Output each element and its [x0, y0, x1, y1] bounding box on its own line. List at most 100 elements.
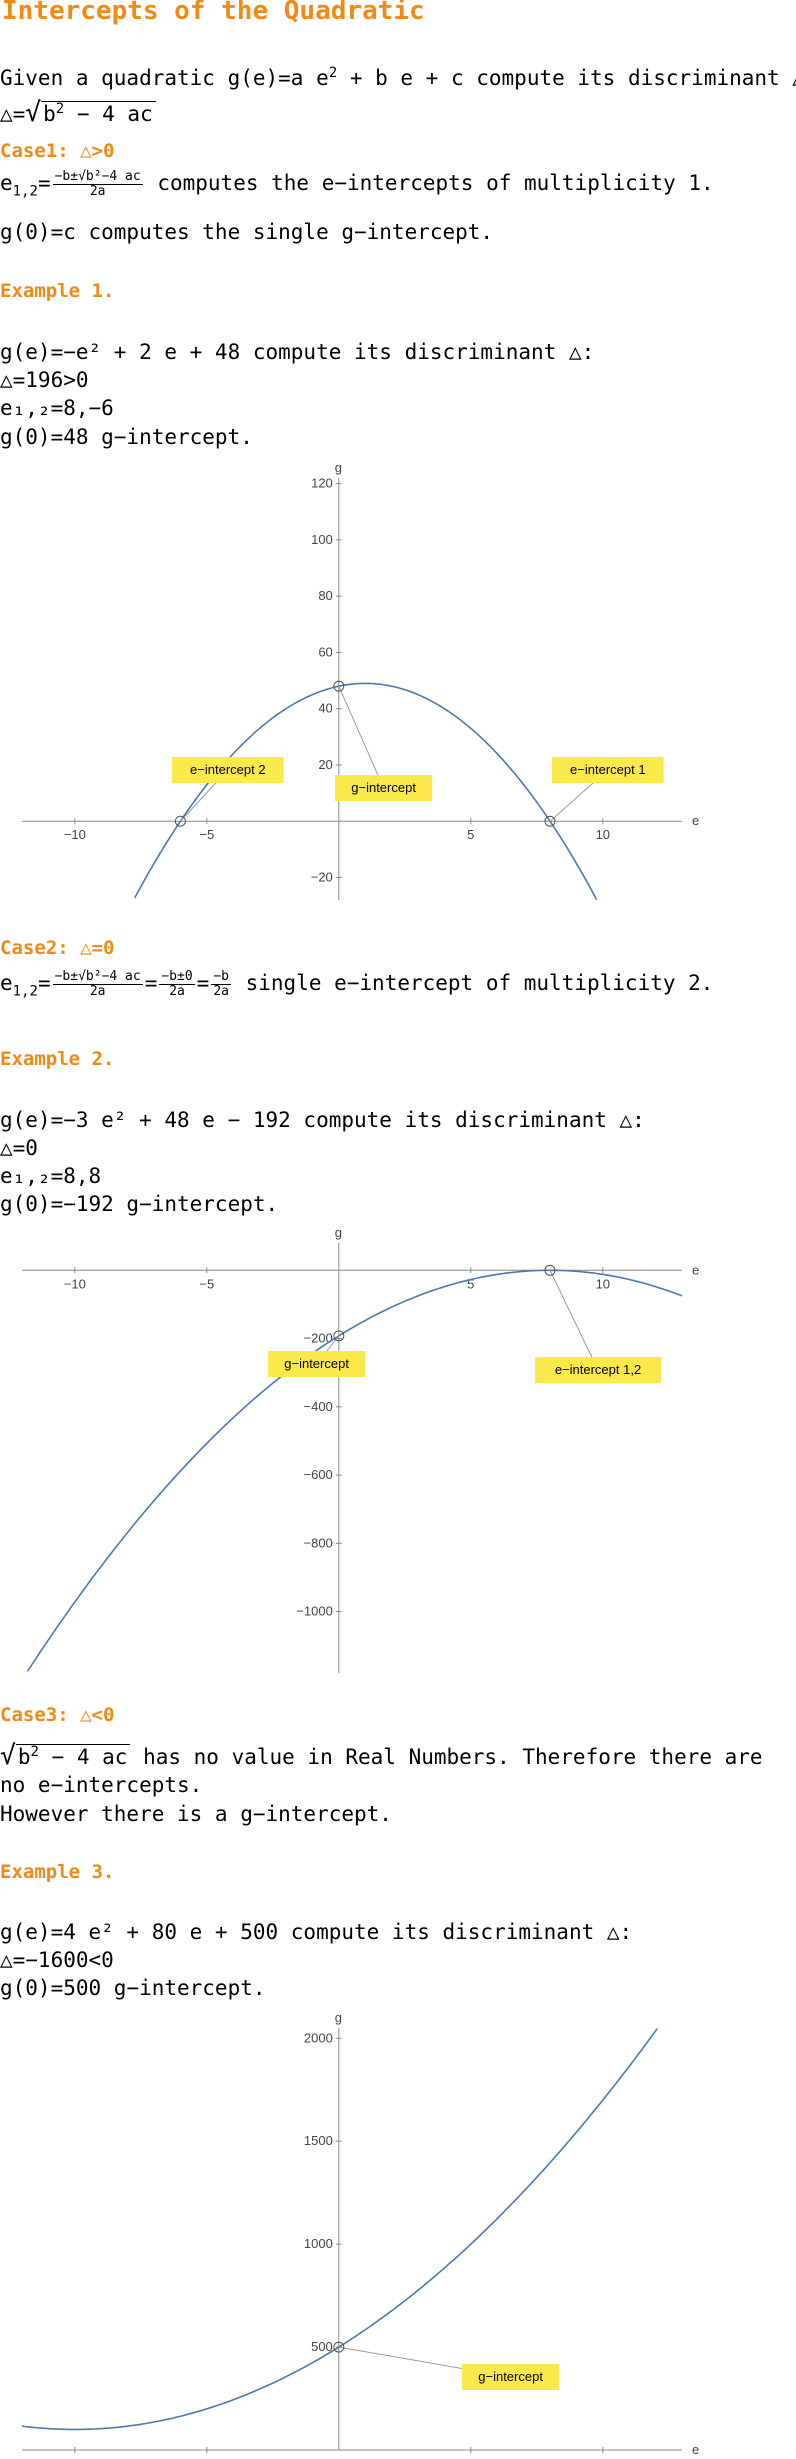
annotation-box	[268, 1351, 366, 1377]
intro-line: Given a quadratic g(e)=a e2 + b e + c co…	[0, 66, 796, 89]
intercept-marker	[544, 815, 556, 827]
y-tick-label: −600	[304, 1467, 333, 1482]
annotation-box	[552, 757, 664, 783]
x-tick-label: −5	[199, 1276, 214, 1291]
case3-line1-rest: has no value in Real Numbers. Therefore …	[130, 1745, 763, 1769]
annotation-box	[335, 775, 433, 801]
y-axis-label: g	[335, 1225, 342, 1240]
e-symbol: e	[0, 971, 13, 996]
y-tick-label: 120	[311, 476, 333, 491]
frac3-denominator: 2a	[213, 983, 229, 999]
sqrt-content: b2 − 4 ac	[41, 101, 156, 125]
y-axis-label: g	[335, 460, 342, 475]
y-tick-label: 40	[318, 701, 332, 716]
sqrt-icon: √	[0, 1741, 16, 1771]
example1-line3: e₁,₂=8,−6	[0, 396, 114, 420]
intro-rest: + b e + c compute its discriminant △:	[337, 66, 796, 90]
case3-line2: no e−intercepts.	[0, 1773, 203, 1797]
annotation-label: e−intercept 1	[570, 762, 646, 777]
annotation-leader	[549, 1270, 599, 1371]
case1-heading: Case1: △>0	[0, 140, 115, 162]
e-symbol: e	[0, 171, 13, 196]
frac-numerator: −b±√b²−4 ac	[52, 169, 143, 185]
sqrt-b: b	[17, 1745, 31, 1769]
case1-g0: g(0)=c computes the single g−intercept.	[0, 220, 494, 244]
example1-heading: Example 1.	[0, 280, 115, 302]
curve-series	[26, 1269, 683, 1672]
intro-function: g(e)=a e	[227, 66, 329, 90]
e-subscript: 1,2	[12, 183, 38, 200]
y-tick-label: 20	[318, 757, 332, 772]
annotation-label: e−intercept 1,2	[555, 1362, 641, 1377]
example2-line3: e₁,₂=8,8	[0, 1164, 102, 1188]
y-axis-label: g	[335, 2010, 342, 2025]
y-tick-label: 2000	[304, 2030, 333, 2045]
x-tick-label: 5	[467, 1276, 474, 1291]
sqrt-rest: − 4 ac	[64, 102, 153, 126]
x-tick-label: 5	[467, 827, 474, 842]
y-tick-label: 60	[318, 644, 332, 659]
annotation-label: g−intercept	[284, 1356, 349, 1371]
annotation-label: g−intercept	[478, 2369, 543, 2384]
x-tick-label: −10	[64, 2456, 86, 2459]
frac2-numerator: −b±0	[159, 969, 195, 985]
annotation-leader	[338, 685, 385, 789]
chart-example-3: eg−10−5510500100015002000g−intercept	[21, 2010, 699, 2459]
curve-series	[21, 2028, 658, 2431]
example1-line2: △=196>0	[0, 368, 89, 392]
x-tick-label: 10	[596, 1276, 610, 1291]
case3-heading: Case3: △<0	[0, 1704, 115, 1726]
case2-heading: Case2: △=0	[0, 937, 115, 959]
annotation-label: e−intercept 2	[190, 762, 266, 777]
page-title: Intercepts of the Quadratic	[2, 0, 425, 26]
intercept-marker	[333, 2341, 345, 2353]
delta-prefix: △=	[0, 102, 26, 126]
y-tick-label: −200	[304, 1331, 333, 1346]
example1-line4: g(0)=48 g−intercept.	[0, 425, 253, 449]
e-subscript: 1,2	[12, 983, 38, 1000]
example2-line2: △=0	[0, 1136, 38, 1160]
x-tick-label: −5	[199, 827, 214, 842]
example3-line3: g(0)=500 g−intercept.	[0, 1976, 266, 2000]
annotation-box	[172, 757, 284, 783]
sqrt-icon: √	[25, 98, 42, 128]
example3-heading: Example 3.	[0, 1861, 115, 1883]
y-tick-label: −1000	[296, 1604, 333, 1619]
case2-after: single e−intercept of multiplicity 2.	[232, 971, 714, 996]
x-axis-label: e	[692, 2442, 699, 2457]
y-tick-label: 100	[311, 532, 333, 547]
case1-after: computes the e−intercepts of multiplicit…	[144, 171, 714, 196]
example2-heading: Example 2.	[0, 1048, 115, 1070]
intercept-marker	[333, 1330, 345, 1342]
annotation-box	[462, 2364, 560, 2390]
case3-line1: √b2 − 4 ac has no value in Real Numbers.…	[0, 1743, 763, 1769]
x-tick-label: 10	[596, 827, 610, 842]
example3-line1: g(e)=4 e² + 80 e + 500 compute its discr…	[0, 1920, 633, 1944]
intercept-marker	[544, 1264, 556, 1276]
example1-line1: g(e)=−e² + 2 e + 48 compute its discrimi…	[0, 340, 595, 364]
x-tick-label: −5	[199, 2456, 214, 2459]
x-tick-label: 5	[467, 2456, 474, 2459]
example3-line2: △=−1600<0	[0, 1948, 114, 1972]
y-tick-label: −800	[304, 1535, 333, 1550]
y-tick-label: 500	[311, 2339, 333, 2354]
example2-line1: g(e)=−3 e² + 48 e − 192 compute its disc…	[0, 1108, 645, 1132]
frac-denominator: 2a	[89, 183, 106, 199]
y-tick-label: −400	[304, 1399, 333, 1414]
intercept-marker	[174, 815, 186, 827]
annotation-box	[535, 1357, 661, 1383]
case3-line3: However there is a g−intercept.	[0, 1802, 392, 1826]
y-tick-label: 1000	[304, 2236, 333, 2251]
x-tick-label: 10	[596, 2456, 610, 2459]
equals: =	[37, 171, 51, 196]
frac1-numerator: −b±√b²−4 ac	[52, 969, 143, 985]
x-tick-label: −10	[64, 1276, 86, 1291]
x-axis-label: e	[692, 813, 699, 828]
